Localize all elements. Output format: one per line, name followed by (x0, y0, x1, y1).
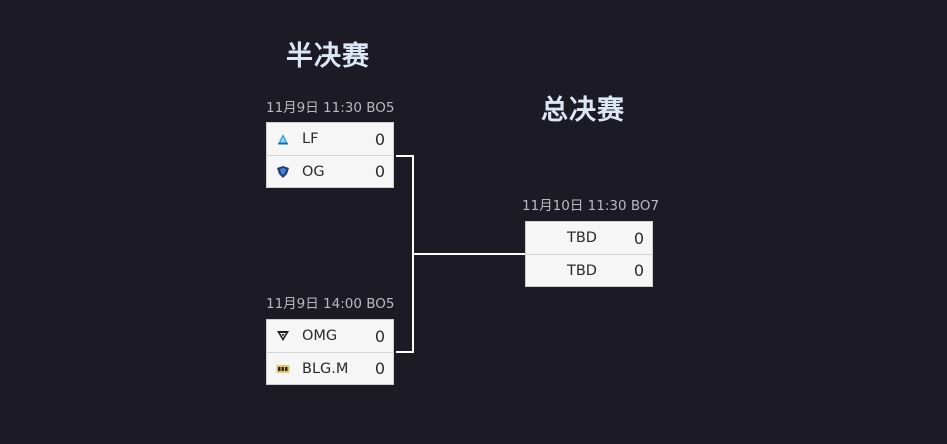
team-score: 0 (633, 261, 644, 280)
team-row-blg[interactable]: BLG.M 0 (267, 352, 393, 384)
semifinal-title: 半决赛 (286, 41, 370, 72)
match-2-card[interactable]: OMG 0 BLG.M 0 (266, 319, 394, 385)
final-title: 总决赛 (541, 95, 625, 126)
final-match-card[interactable]: TBD 0 TBD 0 (525, 221, 653, 287)
final-match-meta: 11月10日 11:30 BO7 (522, 198, 660, 214)
team-score: 0 (374, 326, 385, 346)
team-score: 0 (374, 359, 385, 378)
lf-logo-icon (276, 132, 290, 146)
match-1-meta: 11月9日 11:30 BO5 (266, 100, 395, 116)
team-row-tbd-1[interactable]: TBD 0 (526, 222, 652, 254)
team-name: OMG (302, 328, 338, 344)
team-score: 0 (633, 228, 644, 248)
team-name: TBD (567, 262, 597, 279)
team-row-omg[interactable]: OMG 0 (267, 320, 393, 352)
team-row-lf[interactable]: LF 0 (267, 123, 393, 155)
og-logo-icon (276, 165, 290, 179)
team-name: TBD (567, 230, 597, 246)
team-name: BLG.M (302, 360, 349, 377)
team-score: 0 (374, 162, 385, 181)
team-row-tbd-2[interactable]: TBD 0 (526, 254, 652, 286)
team-row-og[interactable]: OG 0 (267, 155, 393, 187)
omg-logo-icon (276, 329, 290, 343)
match-2-meta: 11月9日 14:00 BO5 (266, 296, 395, 312)
team-name: LF (302, 131, 319, 147)
match-1-card[interactable]: LF 0 OG 0 (266, 122, 394, 188)
team-name: OG (302, 163, 325, 180)
team-score: 0 (374, 129, 385, 149)
blg-logo-icon (276, 362, 290, 376)
